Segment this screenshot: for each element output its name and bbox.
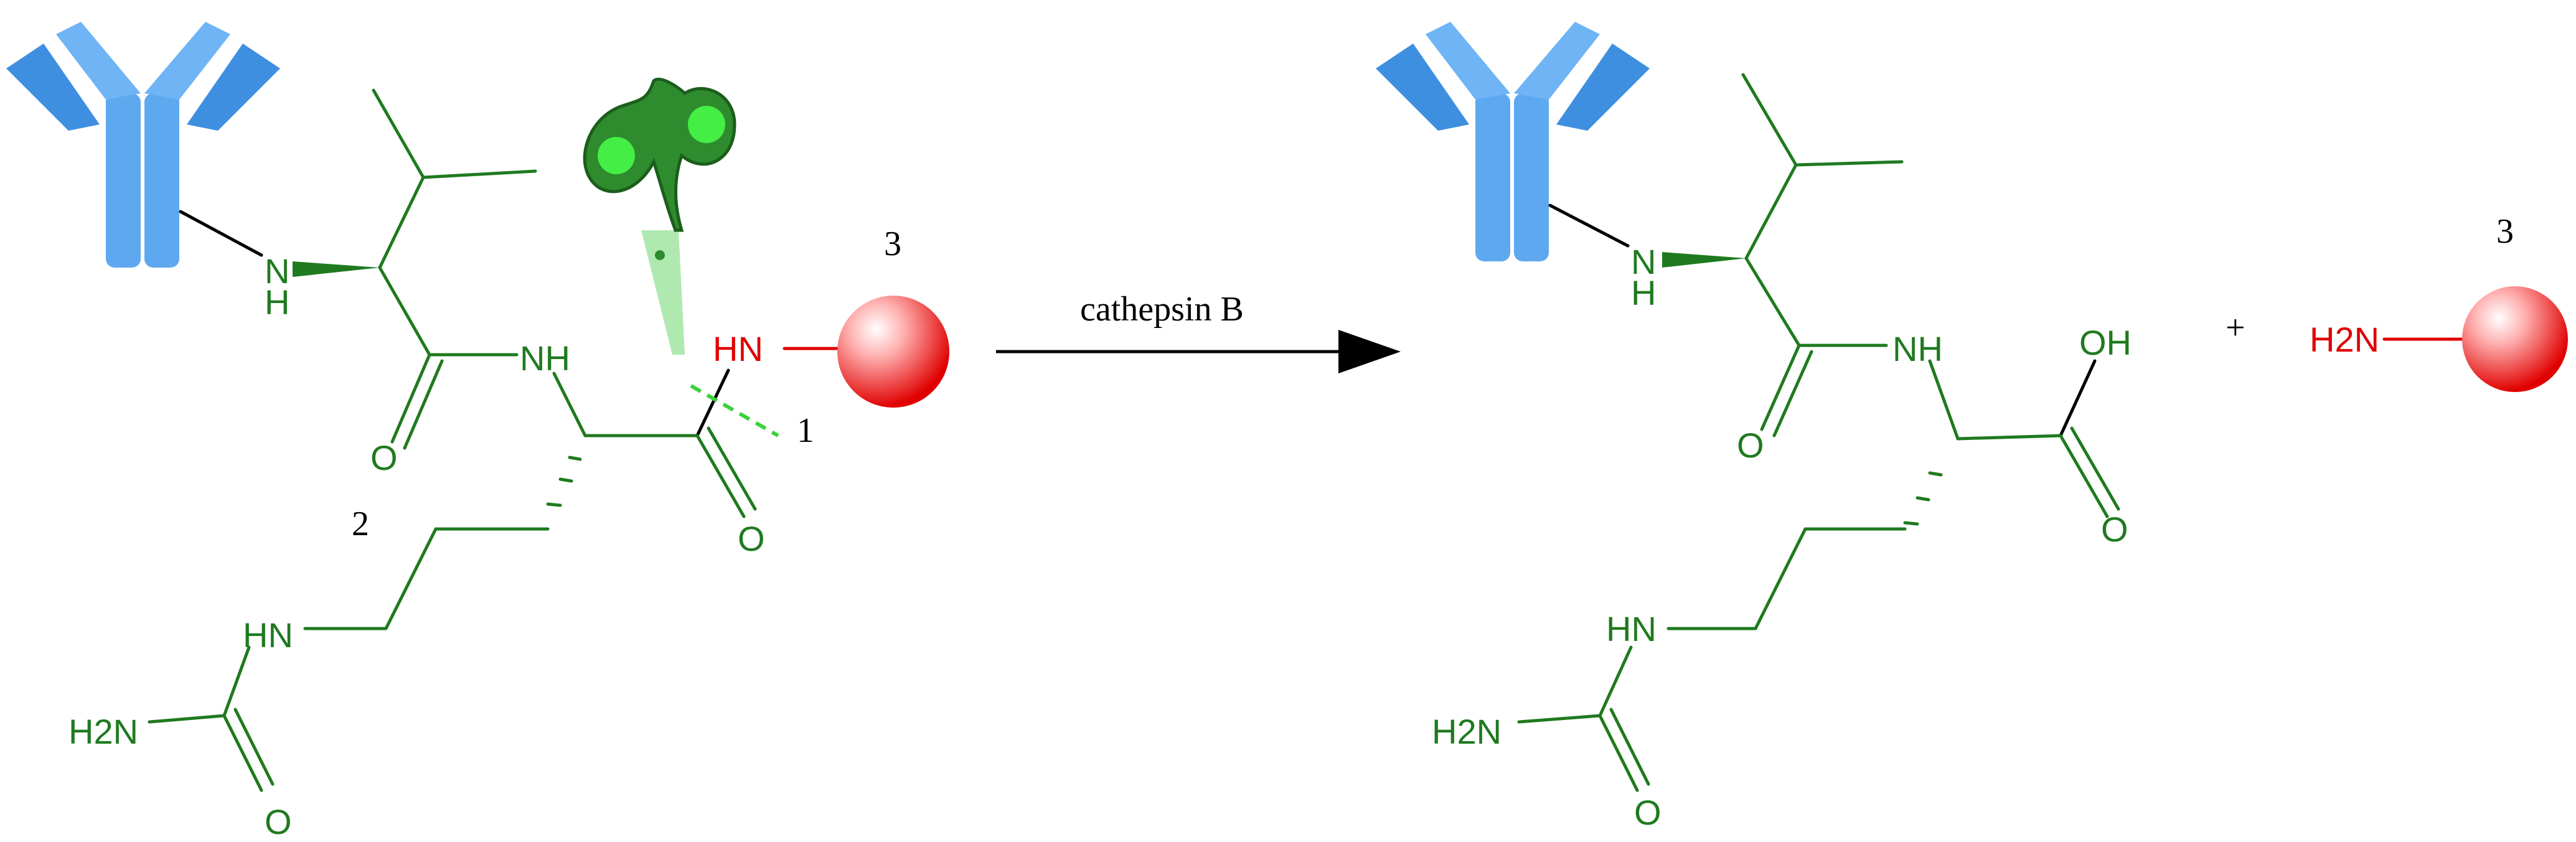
product-h2n-urea: H2N [1432, 712, 1502, 751]
reactant-nh-top-n: N [265, 251, 289, 291]
product-nh-top-h: H [1631, 273, 1656, 312]
product: N H NH O OH O HN H2N O + 3 H2N [1376, 22, 2568, 832]
product-carbonyl-o1: O [1737, 426, 1764, 465]
reactant-hn-urea: HN [243, 615, 293, 655]
reactant-carbonyl-o1: O [370, 438, 398, 477]
reactant-nh-top-h: H [265, 283, 289, 322]
reactant-hn-linker: HN [713, 329, 763, 368]
enzyme-label: cathepsin B [1080, 290, 1244, 329]
product-urea-o: O [1634, 793, 1662, 832]
label-3-reactant: 3 [884, 225, 901, 263]
label-2: 2 [352, 505, 369, 543]
label-1: 1 [797, 411, 814, 450]
scissors-icon [583, 77, 736, 355]
plus-sign: + [2226, 309, 2245, 347]
label-3-product: 3 [2496, 212, 2514, 251]
reactant: N H NH O O HN HN H2N O 1 2 3 [6, 22, 949, 841]
reactant-h2n-urea: H2N [68, 712, 138, 751]
reactant-carbonyl-o2: O [738, 519, 765, 558]
payload-sphere-icon [2462, 286, 2568, 392]
reaction-arrow: cathepsin B [996, 290, 1401, 373]
hashed-bond [1903, 471, 1943, 526]
antibody-icon [1376, 22, 1650, 261]
reactant-urea-o: O [265, 802, 292, 841]
hashed-bond [546, 456, 582, 507]
product-acid-o: O [2101, 510, 2128, 549]
released-amine-label: H2N [2310, 320, 2379, 359]
product-acid-oh: OH [2079, 323, 2132, 362]
antibody-icon [6, 22, 280, 268]
payload-sphere-icon [837, 296, 949, 408]
product-nh-mid: NH [1892, 329, 1943, 368]
product-hn-urea: HN [1606, 609, 1657, 648]
product-nh-top-n: N [1631, 242, 1656, 281]
reactant-nh-mid: NH [520, 339, 570, 378]
